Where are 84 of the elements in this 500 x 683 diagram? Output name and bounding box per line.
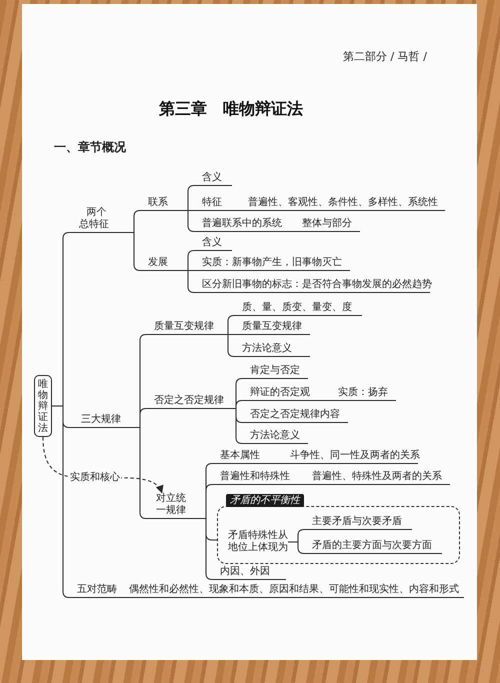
underlined-topic [146, 493, 206, 519]
branch-line [188, 210, 194, 232]
branch-line [134, 210, 140, 233]
underlined-topic [140, 197, 188, 211]
topic-label: 五对范畴 [77, 584, 117, 596]
topic-label: 否定之否定规律内容 [250, 409, 340, 421]
branch-line [206, 518, 212, 580]
section-heading: 一、章节概况 [54, 140, 126, 154]
dashed-group-frame [217, 494, 460, 564]
topic-label: 含义 [202, 237, 222, 249]
branch-line [52, 406, 70, 598]
underlined-topic [146, 395, 236, 409]
underlined-topic [304, 516, 412, 530]
underlined-topic [194, 279, 430, 293]
topic-label: 质量互变规律 [154, 321, 214, 333]
branch-line [228, 315, 234, 335]
topic-note: 整体与部分 [302, 218, 352, 230]
topic-label: 特征 [202, 197, 222, 209]
root-topic-box: 唯物辩证法 [34, 375, 52, 437]
topic-note: 实质：扬弃 [338, 387, 388, 399]
topic-label: 质、量、质变、量变、度 [242, 302, 352, 314]
underlined-topic [146, 321, 228, 335]
underlined-topic [194, 197, 445, 211]
topic-note: 普遍性、客观性、条件性、多样性、系统性 [248, 197, 438, 209]
branch-line [236, 408, 242, 444]
branch-line [134, 232, 140, 271]
branch-line [236, 400, 242, 409]
underlined-topic [69, 584, 464, 598]
underlined-topic [242, 409, 348, 423]
underlined-topic [69, 414, 140, 428]
underlined-topic [234, 321, 310, 335]
topic-label: 辩证的否定观 [250, 387, 310, 399]
heading-tab: 矛盾的不平衡性 [226, 494, 304, 507]
topic-label: 内因、外因 [220, 566, 270, 578]
branch-line [228, 334, 234, 335]
topic-note: 斗争性、同一性及两者的关系 [290, 450, 420, 462]
underlined-topic [212, 471, 450, 485]
branch-line [140, 408, 146, 428]
branch-line [188, 270, 194, 293]
topic-label: 实质：新事物产生，旧事物灭亡 [202, 257, 342, 269]
page-header-text: 第二部分 / 马哲 / [343, 50, 427, 64]
topic-label: 对立统一规律 [156, 493, 186, 517]
underlined-topic [69, 207, 134, 233]
topic-label: 主要矛盾与次要矛盾 [312, 516, 402, 528]
topic-label: 普遍联系中的系统 [202, 218, 282, 230]
underlined-topic [242, 387, 396, 401]
underlined-topic [194, 237, 232, 251]
topic-label: 矛盾特殊性从地位上体现为 [228, 530, 288, 554]
edge-label: 实质和核心 [69, 471, 121, 484]
branch-line [188, 270, 194, 271]
topic-label: 三大规律 [81, 414, 121, 426]
topic-label: 肯定与否定 [250, 365, 300, 377]
topic-label: 否定之否定规律 [154, 395, 224, 407]
underlined-topic [242, 365, 308, 379]
topic-label: 质量互变规律 [242, 321, 302, 333]
topic-label: 矛盾的主要方面与次要方面 [312, 540, 432, 552]
underlined-topic [194, 257, 350, 271]
topic-label: 方法论意义 [242, 343, 292, 355]
topic-label: 发展 [148, 257, 168, 269]
topic-label: 两个总特征 [79, 207, 109, 231]
underlined-topic [140, 257, 188, 271]
branch-line [188, 185, 194, 211]
underlined-topic [304, 540, 442, 554]
topic-label: 普遍性和特殊性 [220, 471, 290, 483]
topic-note: 普遍性、特殊性及两者的关系 [312, 471, 442, 483]
underlined-topic [242, 430, 308, 444]
branch-line [228, 334, 234, 357]
underlined-topic [234, 302, 362, 316]
underlined-topic [194, 218, 360, 232]
branch-line [188, 250, 194, 271]
topic-label: 基本属性 [220, 450, 260, 462]
topic-label: 联系 [148, 197, 168, 209]
underlined-topic [212, 450, 418, 464]
branch-line [188, 210, 194, 211]
topic-note: 偶然性和必然性、现象和本质、原因和结果、可能性和现实性、内容和形式 [129, 584, 459, 596]
underlined-topic [212, 566, 286, 580]
topic-label: 含义 [202, 172, 222, 184]
branch-line [206, 484, 212, 519]
topic-label: 方法论意义 [250, 430, 300, 442]
chapter-title: 第三章 唯物辩证法 [159, 99, 303, 119]
underlined-topic [234, 343, 310, 357]
topic-label: 区分新旧事物的标志：是否符合事物发展的必然趋势 [202, 279, 432, 291]
branch-line [140, 427, 146, 519]
underlined-topic [194, 172, 232, 186]
